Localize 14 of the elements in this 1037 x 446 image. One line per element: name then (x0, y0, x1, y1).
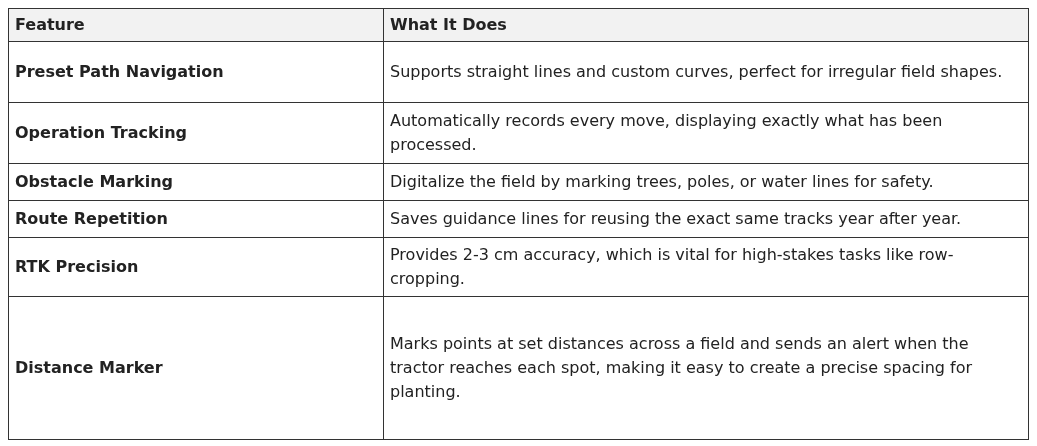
description-cell: Digitalize the field by marking trees, poles, or water lines for safety. (383, 163, 1029, 201)
description-cell: Automatically records every move, displaying exactly what has been processed. (383, 102, 1029, 164)
description-cell: Marks points at set distances across a field and sends an alert when the tractor reaches each spot, making it easy to create a precise spacing for planting. (383, 296, 1029, 440)
description-cell: Supports straight lines and custom curves, perfect for irregular field shapes. (383, 41, 1029, 103)
feature-cell: Obstacle Marking (8, 163, 384, 201)
feature-cell: Preset Path Navigation (8, 41, 384, 103)
feature-cell: Operation Tracking (8, 102, 384, 164)
column-header: What It Does (383, 8, 1029, 42)
feature-cell: Distance Marker (8, 296, 384, 440)
description-cell: Provides 2-3 cm accuracy, which is vital for high-stakes tasks like row-cropping. (383, 237, 1029, 297)
column-header: Feature (8, 8, 384, 42)
description-cell: Saves guidance lines for reusing the exact same tracks year after year. (383, 200, 1029, 238)
feature-cell: Route Repetition (8, 200, 384, 238)
feature-cell: RTK Precision (8, 237, 384, 297)
